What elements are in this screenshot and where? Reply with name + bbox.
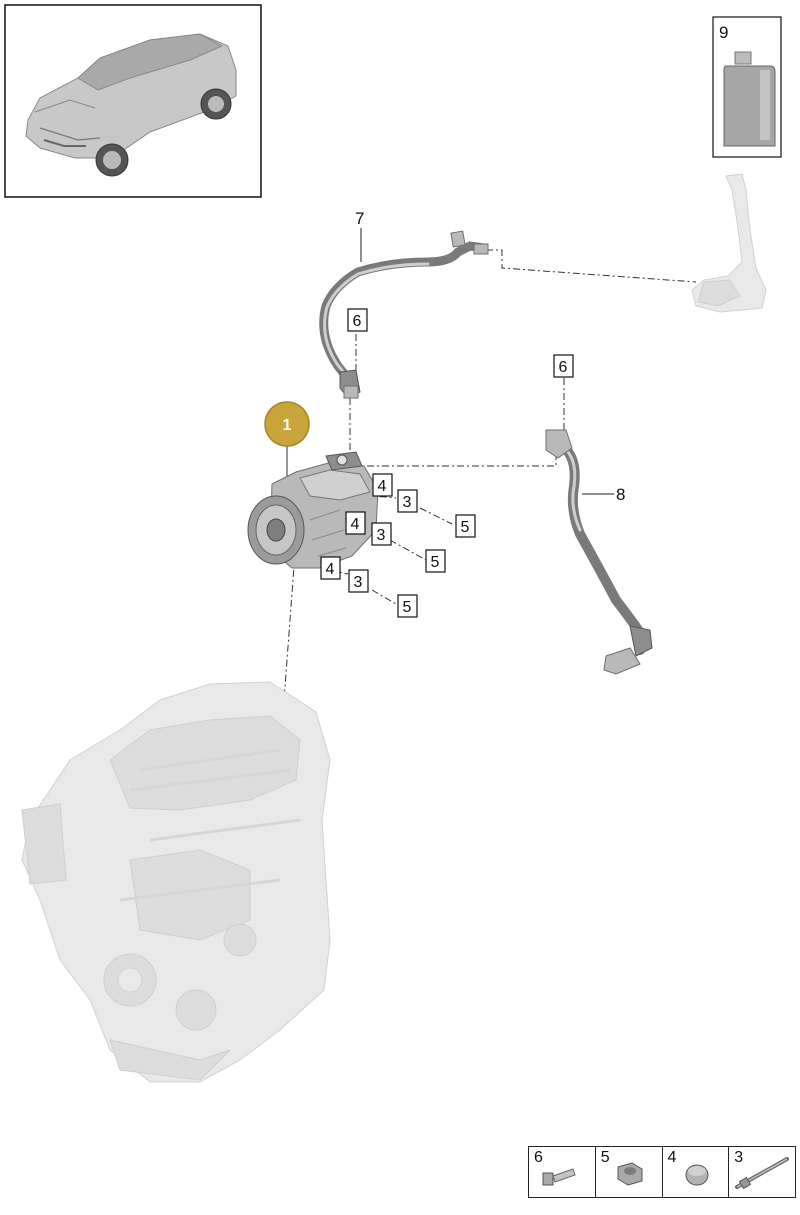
svg-text:4: 4	[326, 561, 335, 578]
svg-text:4: 4	[378, 478, 387, 495]
nut-icon	[617, 1162, 643, 1186]
part-9-label: 9	[719, 23, 728, 42]
svg-text:3: 3	[377, 527, 386, 544]
ghost-engine	[21, 681, 331, 1083]
hose-8[interactable]	[545, 429, 653, 675]
bolt-icon	[542, 1168, 576, 1186]
box-label-6-right[interactable]: 6	[553, 354, 574, 378]
legend-cell-4[interactable]: 4	[663, 1147, 730, 1197]
part-7-label: 7	[355, 209, 364, 228]
svg-text:5: 5	[403, 599, 412, 616]
box-label-3-a[interactable]: 3	[397, 489, 418, 513]
svg-text:3: 3	[354, 574, 363, 591]
box-label-6-top[interactable]: 6	[347, 308, 368, 332]
part-9-box[interactable]: 9	[712, 16, 782, 158]
legend-number: 6	[534, 1149, 543, 1166]
fasteners-legend: 6 5 4 3	[528, 1146, 796, 1198]
callout-1[interactable]: 1	[264, 401, 310, 476]
box-label-4-b[interactable]: 4	[345, 511, 366, 535]
box-label-3-c[interactable]: 3	[348, 569, 369, 593]
svg-text:5: 5	[431, 554, 440, 571]
box-label-5-a[interactable]: 5	[455, 514, 476, 538]
car-image	[25, 33, 237, 177]
ac-compressor[interactable]	[247, 451, 379, 569]
stud-bolt-icon	[735, 1157, 790, 1190]
box-label-4-c[interactable]: 4	[320, 556, 341, 580]
legend-cell-3[interactable]: 3	[729, 1147, 795, 1197]
ghost-receiver-drier	[691, 173, 767, 313]
box-label-3-b[interactable]: 3	[371, 522, 392, 546]
legend-number: 4	[667, 1149, 677, 1166]
legend-number: 5	[600, 1149, 610, 1166]
svg-text:6: 6	[559, 359, 568, 376]
box-label-5-c[interactable]: 5	[397, 594, 418, 618]
svg-text:6: 6	[353, 313, 362, 330]
hose-7[interactable]	[319, 230, 489, 399]
callout-1-circle	[264, 401, 310, 447]
svg-text:5: 5	[461, 519, 470, 536]
svg-text:3: 3	[403, 494, 412, 511]
legend-number: 3	[734, 1149, 744, 1166]
box-label-4-a[interactable]: 4	[372, 473, 393, 497]
callout-1-label: 1	[283, 417, 292, 434]
bushing-icon	[685, 1164, 708, 1186]
svg-text:4: 4	[351, 516, 360, 533]
oil-bottle-image	[723, 51, 776, 147]
legend-cell-6[interactable]: 6	[529, 1147, 596, 1197]
legend-cell-5[interactable]: 5	[596, 1147, 663, 1197]
vehicle-thumbnail[interactable]	[4, 4, 262, 198]
box-label-5-b[interactable]: 5	[425, 549, 446, 573]
part-8-label: 8	[616, 485, 625, 504]
